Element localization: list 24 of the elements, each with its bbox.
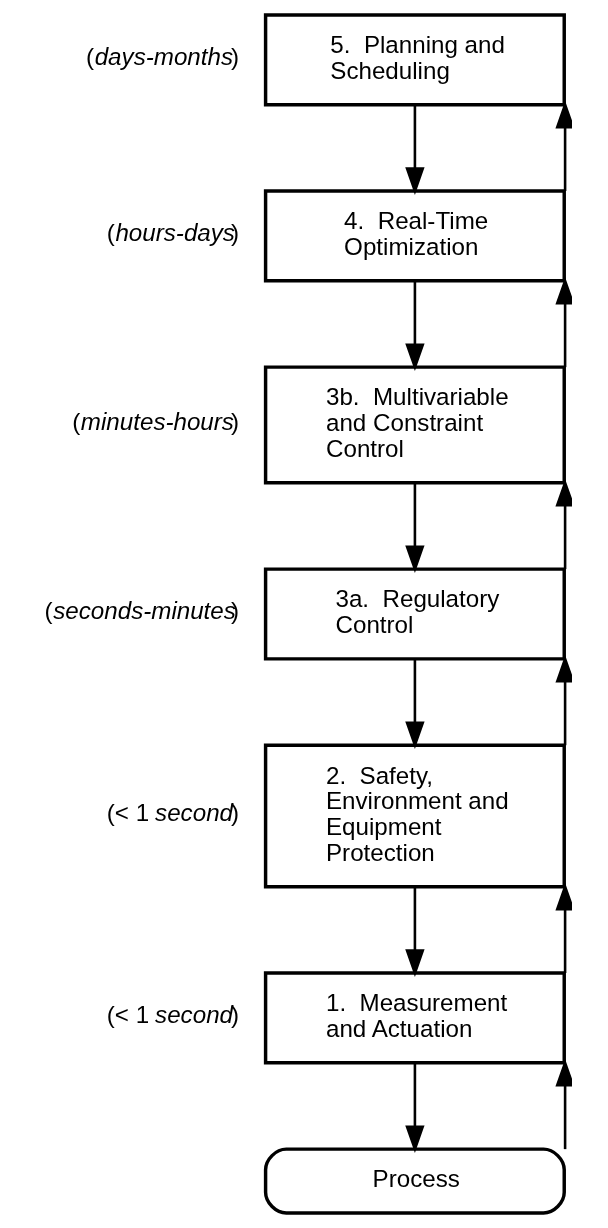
arrow — [405, 1062, 425, 1154]
node-label: (< 1 second) — [106, 798, 240, 826]
arrow — [555, 478, 572, 570]
arrow — [555, 654, 572, 746]
arrow — [405, 658, 425, 750]
node-label: (days-months) — [86, 42, 240, 70]
node-box: 3b. Multivariable and Constraint Control — [263, 365, 566, 485]
arrow — [555, 100, 572, 192]
arrow — [405, 886, 425, 977]
node-box: 2. Safety, Environment and Equipment Protection — [263, 743, 566, 889]
node-box: 3a. Regulatory Control — [263, 567, 566, 661]
node-box: 4. Real-Time Optimization — [263, 189, 566, 283]
arrow — [555, 1058, 572, 1150]
arrow — [405, 104, 425, 195]
node-box: Process — [263, 1147, 566, 1215]
arrow — [405, 482, 425, 574]
node-box: 5. Planning and Scheduling — [263, 13, 566, 107]
node-box: 1. Measurement and Actuation — [263, 971, 566, 1065]
arrow — [555, 882, 572, 974]
node-label: (minutes-hours) — [72, 407, 240, 435]
node-label: (hours-days) — [106, 218, 240, 246]
node-label: (< 1 second) — [106, 1000, 240, 1028]
arrow — [555, 276, 572, 368]
arrow — [405, 280, 425, 372]
